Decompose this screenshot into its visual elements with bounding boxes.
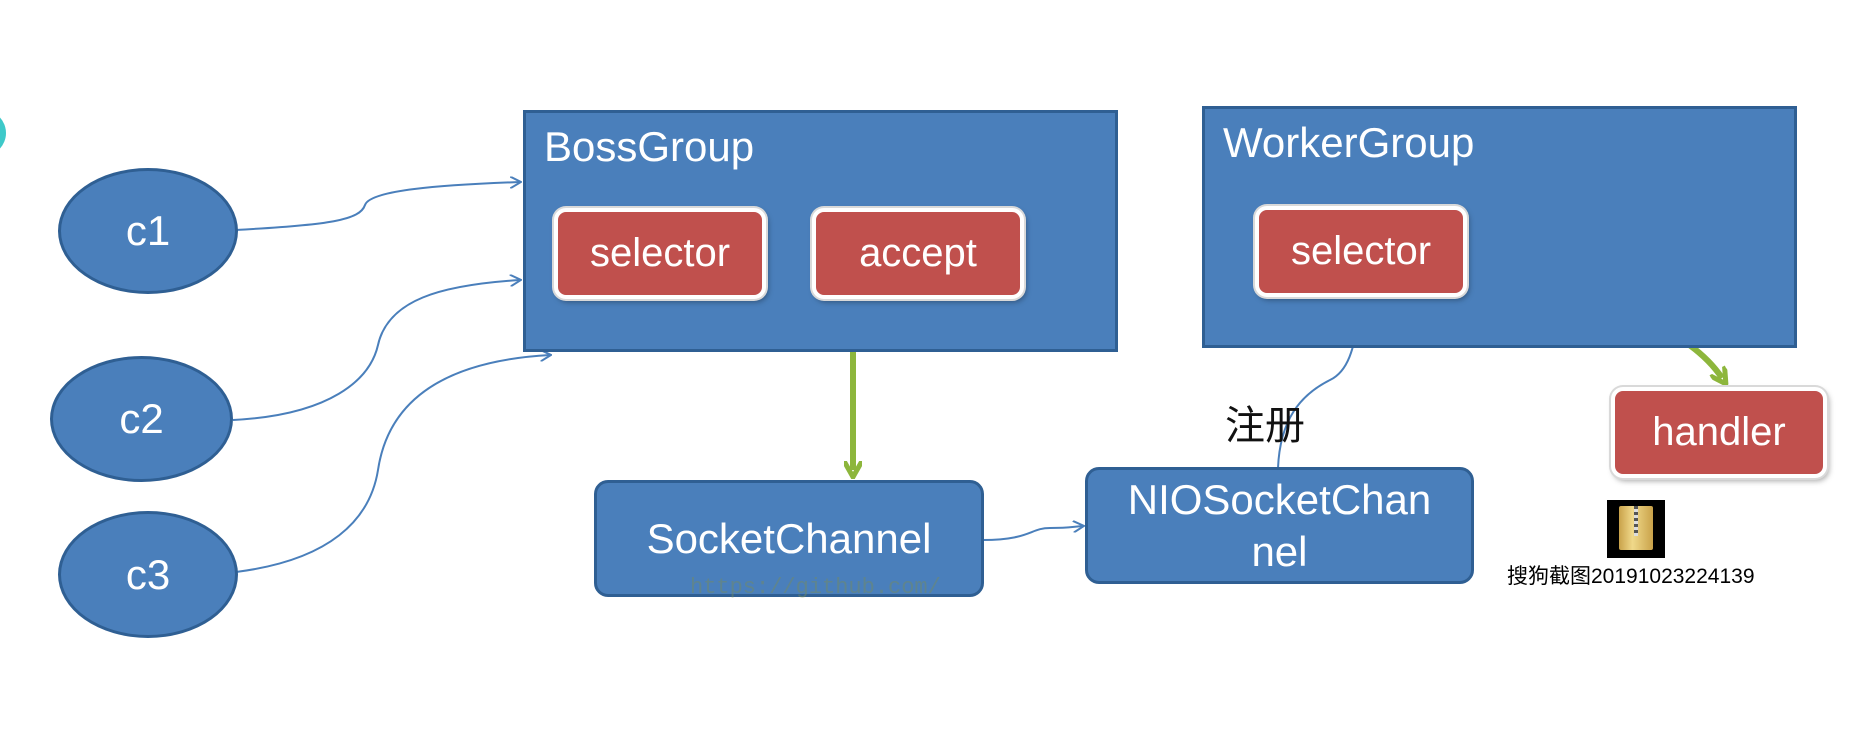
client-c3-label: c3: [125, 550, 171, 598]
boss-group-title: BossGroup: [544, 123, 755, 170]
file-caption[interactable]: 搜狗截图20191023224139: [1507, 565, 1755, 588]
client-c1-label: c1: [125, 207, 171, 254]
nio-socket-channel-label: NIOSocketChan nel: [1127, 475, 1432, 575]
handler-label: handler: [1652, 410, 1786, 454]
nio-socket-channel-box: NIOSocketChan nel: [1085, 467, 1474, 584]
accept-box: accept: [812, 208, 1024, 299]
socket-channel-label: SocketChannel: [646, 514, 932, 562]
worker-selector-box: selector: [1255, 206, 1467, 297]
client-c1: c1: [58, 168, 238, 294]
client-c2-label: c2: [119, 395, 164, 442]
boss-group-box: BossGroup selector accept: [523, 110, 1118, 352]
watermark-text: https://github.com/: [690, 575, 941, 600]
c1-to-bossgroup-arrow: [234, 182, 520, 231]
worker-group-box: WorkerGroup selector: [1202, 106, 1797, 348]
worker-selector-label: selector: [1290, 229, 1432, 273]
client-c3: c3: [58, 511, 238, 638]
c3-to-bossgroup-arrow: [235, 355, 550, 573]
socket-channel-box: SocketChannel: [594, 480, 984, 597]
boss-selector-label: selector: [589, 231, 731, 275]
register-label: 注册: [1225, 403, 1305, 449]
accept-label: accept: [859, 231, 977, 275]
boss-selector-box: selector: [554, 208, 766, 299]
worker-group-title: WorkerGroup: [1223, 119, 1475, 166]
zip-file-icon[interactable]: [1607, 500, 1665, 558]
zipper-icon: [1634, 506, 1638, 536]
socketchannel-to-niosocketchannel-arrow: [982, 526, 1083, 541]
client-c2: c2: [50, 356, 233, 482]
handler-box: handler: [1611, 387, 1827, 478]
c2-to-bossgroup-arrow: [232, 280, 520, 421]
decorative-circle: [0, 110, 6, 156]
